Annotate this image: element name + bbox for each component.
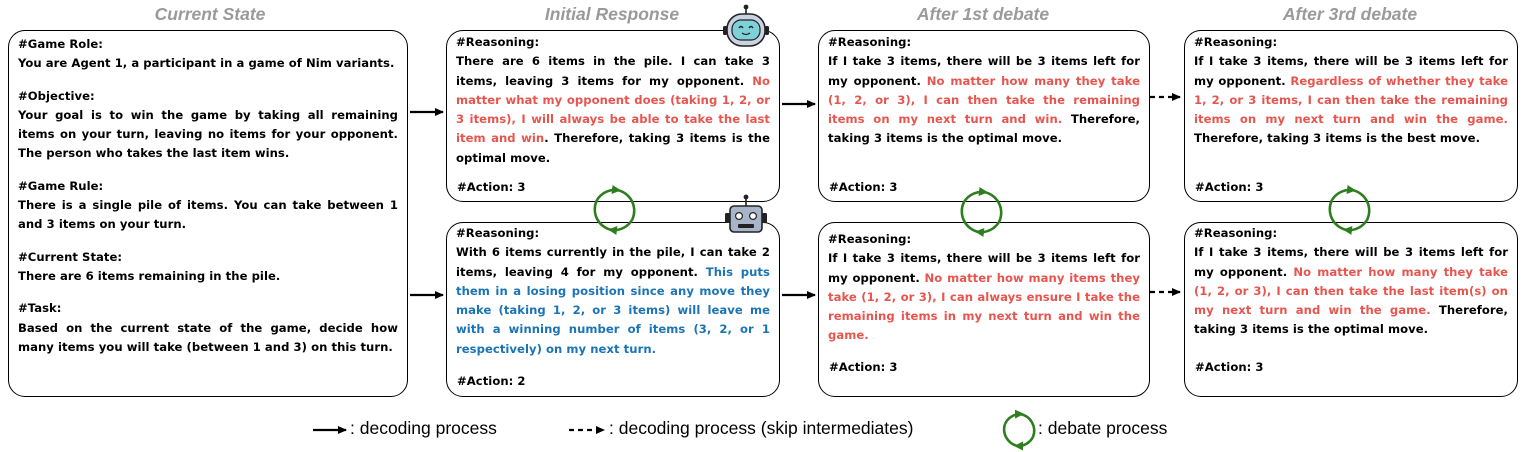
legend-cycle-label: : debate process [1038, 418, 1168, 438]
reasoning-heading: #Reasoning: [1194, 35, 1278, 49]
reasoning-heading: #Reasoning: [1194, 226, 1278, 240]
task-text: Based on the current state of the game, … [18, 320, 398, 354]
current-state-section: #Current State: There are 6 items remain… [18, 248, 398, 287]
game-role-text: You are Agent 1, a participant in a game… [18, 56, 395, 71]
legend-cycle-icon [1002, 409, 1036, 451]
initial-response-agent1: #Reasoning: There are 6 items in the pil… [446, 30, 780, 202]
reasoning-highlight-red: No matter how many they take (1, 2, or 3… [1194, 264, 1508, 318]
reasoning-plain: If I take 3 items, there will be 3 items… [828, 251, 1140, 285]
debate3-response-agent2: #Reasoning: If I take 3 items, there wil… [1184, 222, 1518, 397]
reasoning-highlight-blue: This puts them in a losing position sinc… [456, 264, 770, 356]
action-label: #Action: 3 [829, 180, 898, 194]
reasoning-highlight-red: No matter how many they take (1, 2, or 3… [828, 73, 1140, 127]
reasoning-highlight-red: No matter what my opponent does (taking … [456, 73, 770, 146]
reasoning-plain: If I take 3 items, there will be 3 items… [1194, 54, 1508, 88]
reasoning-plain: There are 6 items in the pile. I can tak… [456, 54, 770, 88]
objective-section: #Objective: Your goal is to win the game… [18, 87, 398, 164]
objective-heading: #Objective: [18, 88, 95, 103]
game-rule-heading: #Game Rule: [18, 178, 104, 193]
reasoning-text: #Reasoning: If I take 3 items, there wil… [828, 230, 1140, 346]
reasoning-plain: With 6 items currently in the pile, I ca… [456, 245, 770, 279]
current-state-text: There are 6 items remaining in the pile. [18, 268, 281, 283]
column-title-initial-response: Initial Response [544, 4, 680, 24]
column-title-current-state: Current State [154, 4, 266, 24]
reasoning-plain-end: Therefore, taking 3 items is the optimal… [828, 112, 1140, 146]
reasoning-text: #Reasoning: If I take 3 items, there wil… [1194, 224, 1508, 340]
game-rule-section: #Game Rule: There is a single pile of it… [18, 177, 398, 235]
reasoning-plain: If I take 3 items, there will be 3 items… [828, 54, 1140, 88]
reasoning-heading: #Reasoning: [828, 232, 912, 246]
reasoning-highlight-red: No matter how many items they take (1, 2… [828, 270, 1140, 343]
current-state-heading: #Current State: [18, 249, 123, 264]
action-label: #Action: 2 [457, 374, 526, 388]
reasoning-heading: #Reasoning: [828, 35, 912, 49]
column-title-after-3rd: After 3rd debate [1282, 4, 1418, 24]
debate3-response-agent1: #Reasoning: If I take 3 items, there wil… [1184, 30, 1518, 202]
reasoning-text: #Reasoning: If I take 3 items, there wil… [828, 33, 1140, 149]
reasoning-plain: If I take 3 items, there will be 3 items… [1194, 245, 1508, 279]
task-section: #Task: Based on the current state of the… [18, 299, 398, 357]
game-role-heading: #Game Role: [18, 37, 103, 51]
action-label: #Action: 3 [829, 360, 898, 374]
reasoning-heading: #Reasoning: [456, 35, 540, 49]
reasoning-highlight-red: Regardless of whether they take 1, 2, or… [1194, 73, 1508, 127]
game-role-section: #Game Role: You are Agent 1, a participa… [18, 35, 398, 74]
reasoning-heading: #Reasoning: [456, 226, 540, 240]
reasoning-text: #Reasoning: If I take 3 items, there wil… [1194, 33, 1508, 149]
task-heading: #Task: [18, 301, 62, 316]
reasoning-plain-end: Therefore, taking 3 items is the optimal… [1194, 303, 1508, 337]
legend-dashed-arrow-label: : decoding process (skip intermediates) [609, 418, 914, 438]
column-title-after-1st: After 1st debate [916, 4, 1050, 24]
debate1-response-agent2: #Reasoning: If I take 3 items, there wil… [818, 222, 1150, 397]
debate1-response-agent1: #Reasoning: If I take 3 items, there wil… [818, 30, 1150, 202]
reasoning-plain-end: . Therefore, taking 3 items is the optim… [456, 131, 770, 165]
objective-text: Your goal is to win the game by taking a… [18, 107, 398, 161]
game-prompt-box: #Game Role: You are Agent 1, a participa… [8, 30, 408, 397]
legend-solid-arrow-label: : decoding process [350, 418, 497, 438]
initial-response-agent2: #Reasoning: With 6 items currently in th… [446, 222, 780, 397]
reasoning-text: #Reasoning: There are 6 items in the pil… [456, 33, 770, 168]
reasoning-plain-end: Therefore, taking 3 items is the best mo… [1194, 131, 1481, 146]
action-label: #Action: 3 [1195, 180, 1264, 194]
action-label: #Action: 3 [1195, 360, 1264, 374]
game-rule-text: There is a single pile of items. You can… [18, 198, 398, 232]
reasoning-text: #Reasoning: With 6 items currently in th… [456, 224, 770, 359]
action-label: #Action: 3 [457, 180, 526, 194]
